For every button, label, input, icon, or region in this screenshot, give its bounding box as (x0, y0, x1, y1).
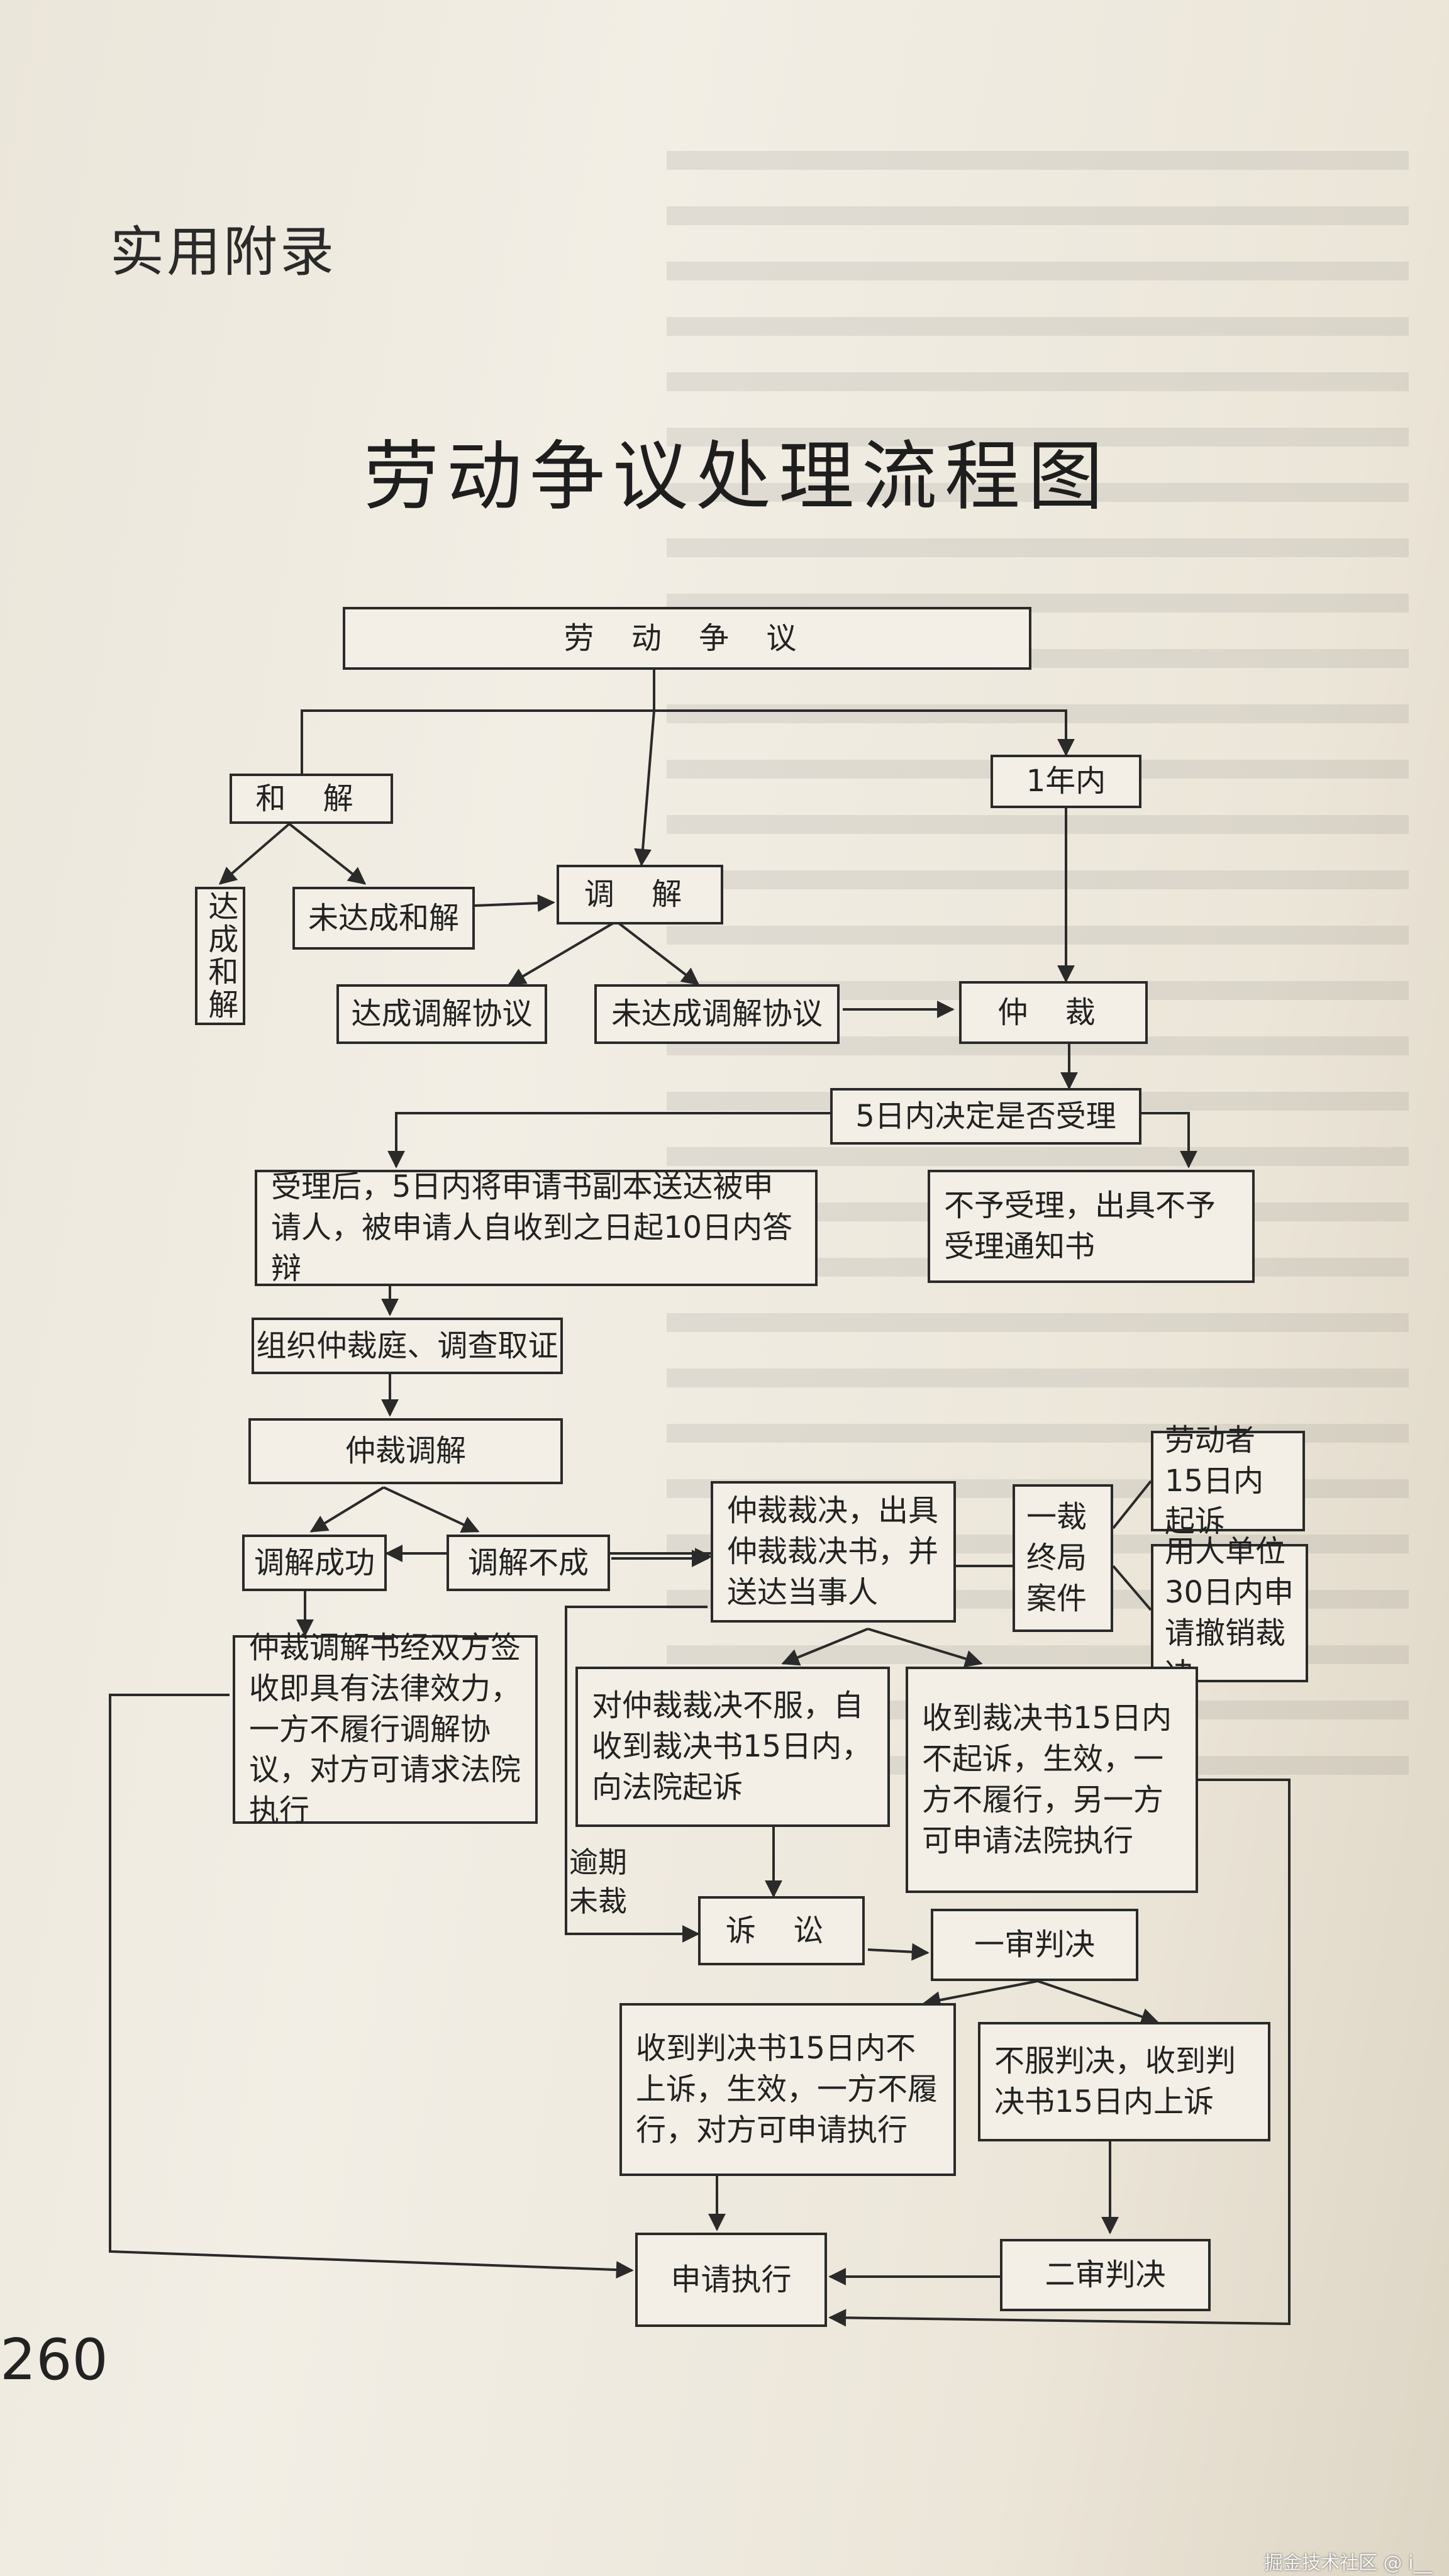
node-within-1-year: 1年内 (991, 755, 1141, 808)
node-reached-mediation: 达成调解协议 (336, 984, 547, 1044)
diagram-title: 劳动争议处理流程图 (364, 433, 1111, 521)
node-not-reached-mediation: 未达成调解协议 (594, 984, 840, 1044)
watermark: 掘金技术社区 @ i__ (1264, 2552, 1433, 2574)
node-disagree-award: 对仲裁裁决不服，自收到裁决书15日内，向法院起诉 (575, 1667, 890, 1827)
node-appeal: 不服判决，收到判决书15日内上诉 (978, 2022, 1270, 2141)
node-employer-30-days: 用人单位30日内申请撤销裁决 (1151, 1534, 1308, 1692)
node-arb-award: 仲裁裁决，出具仲裁裁决书，并送达当事人 (711, 1481, 956, 1623)
node-arb-mediation: 仲裁调解 (248, 1418, 563, 1484)
node-reconcile: 和 解 (230, 774, 393, 824)
section-header: 实用附录 (110, 221, 336, 284)
node-final-case: 一裁终局案件 (1013, 1484, 1113, 1632)
node-first-instance: 一审判决 (931, 1909, 1138, 1981)
node-mediation-success: 调解成功 (242, 1535, 387, 1591)
node-apply-enforcement: 申请执行 (635, 2233, 827, 2327)
node-worker-15-days: 劳动者15日内起诉 (1151, 1423, 1305, 1539)
node-mediation: 调 解 (557, 865, 723, 924)
node-form-tribunal: 组织仲裁庭、调查取证 (252, 1318, 563, 1374)
label-overdue: 逾期未裁 (569, 1845, 627, 1919)
node-not-accepted: 不予受理，出具不予受理通知书 (928, 1170, 1255, 1283)
node-accepted: 受理后，5日内将申请书副本送达被申请人，被申请人自收到之日起10日内答辩 (255, 1169, 818, 1286)
node-decide-5-days: 5日内决定是否受理 (830, 1088, 1141, 1145)
node-mediation-doc: 仲裁调解书经双方签收即具有法律效力，一方不履行调解协议，对方可请求法院执行 (233, 1630, 538, 1828)
node-no-appeal: 收到判决书15日内不上诉，生效，一方不履行，对方可申请执行 (619, 2003, 956, 2176)
node-reached-reconcile: 达成和解 (195, 887, 245, 1025)
node-mediation-fail: 调解不成 (447, 1535, 610, 1591)
node-arbitration: 仲 裁 (959, 981, 1148, 1044)
node-no-suit-15-days: 收到裁决书15日内不起诉，生效，一方不履行，另一方可申请法院执行 (906, 1667, 1198, 1893)
node-litigation: 诉 讼 (698, 1896, 865, 1965)
page-number: 260 (0, 2327, 108, 2393)
node-second-instance: 二审判决 (1000, 2239, 1211, 2311)
node-not-reached-reconcile: 未达成和解 (292, 887, 475, 950)
node-labor-dispute: 劳 动 争 议 (343, 607, 1031, 670)
